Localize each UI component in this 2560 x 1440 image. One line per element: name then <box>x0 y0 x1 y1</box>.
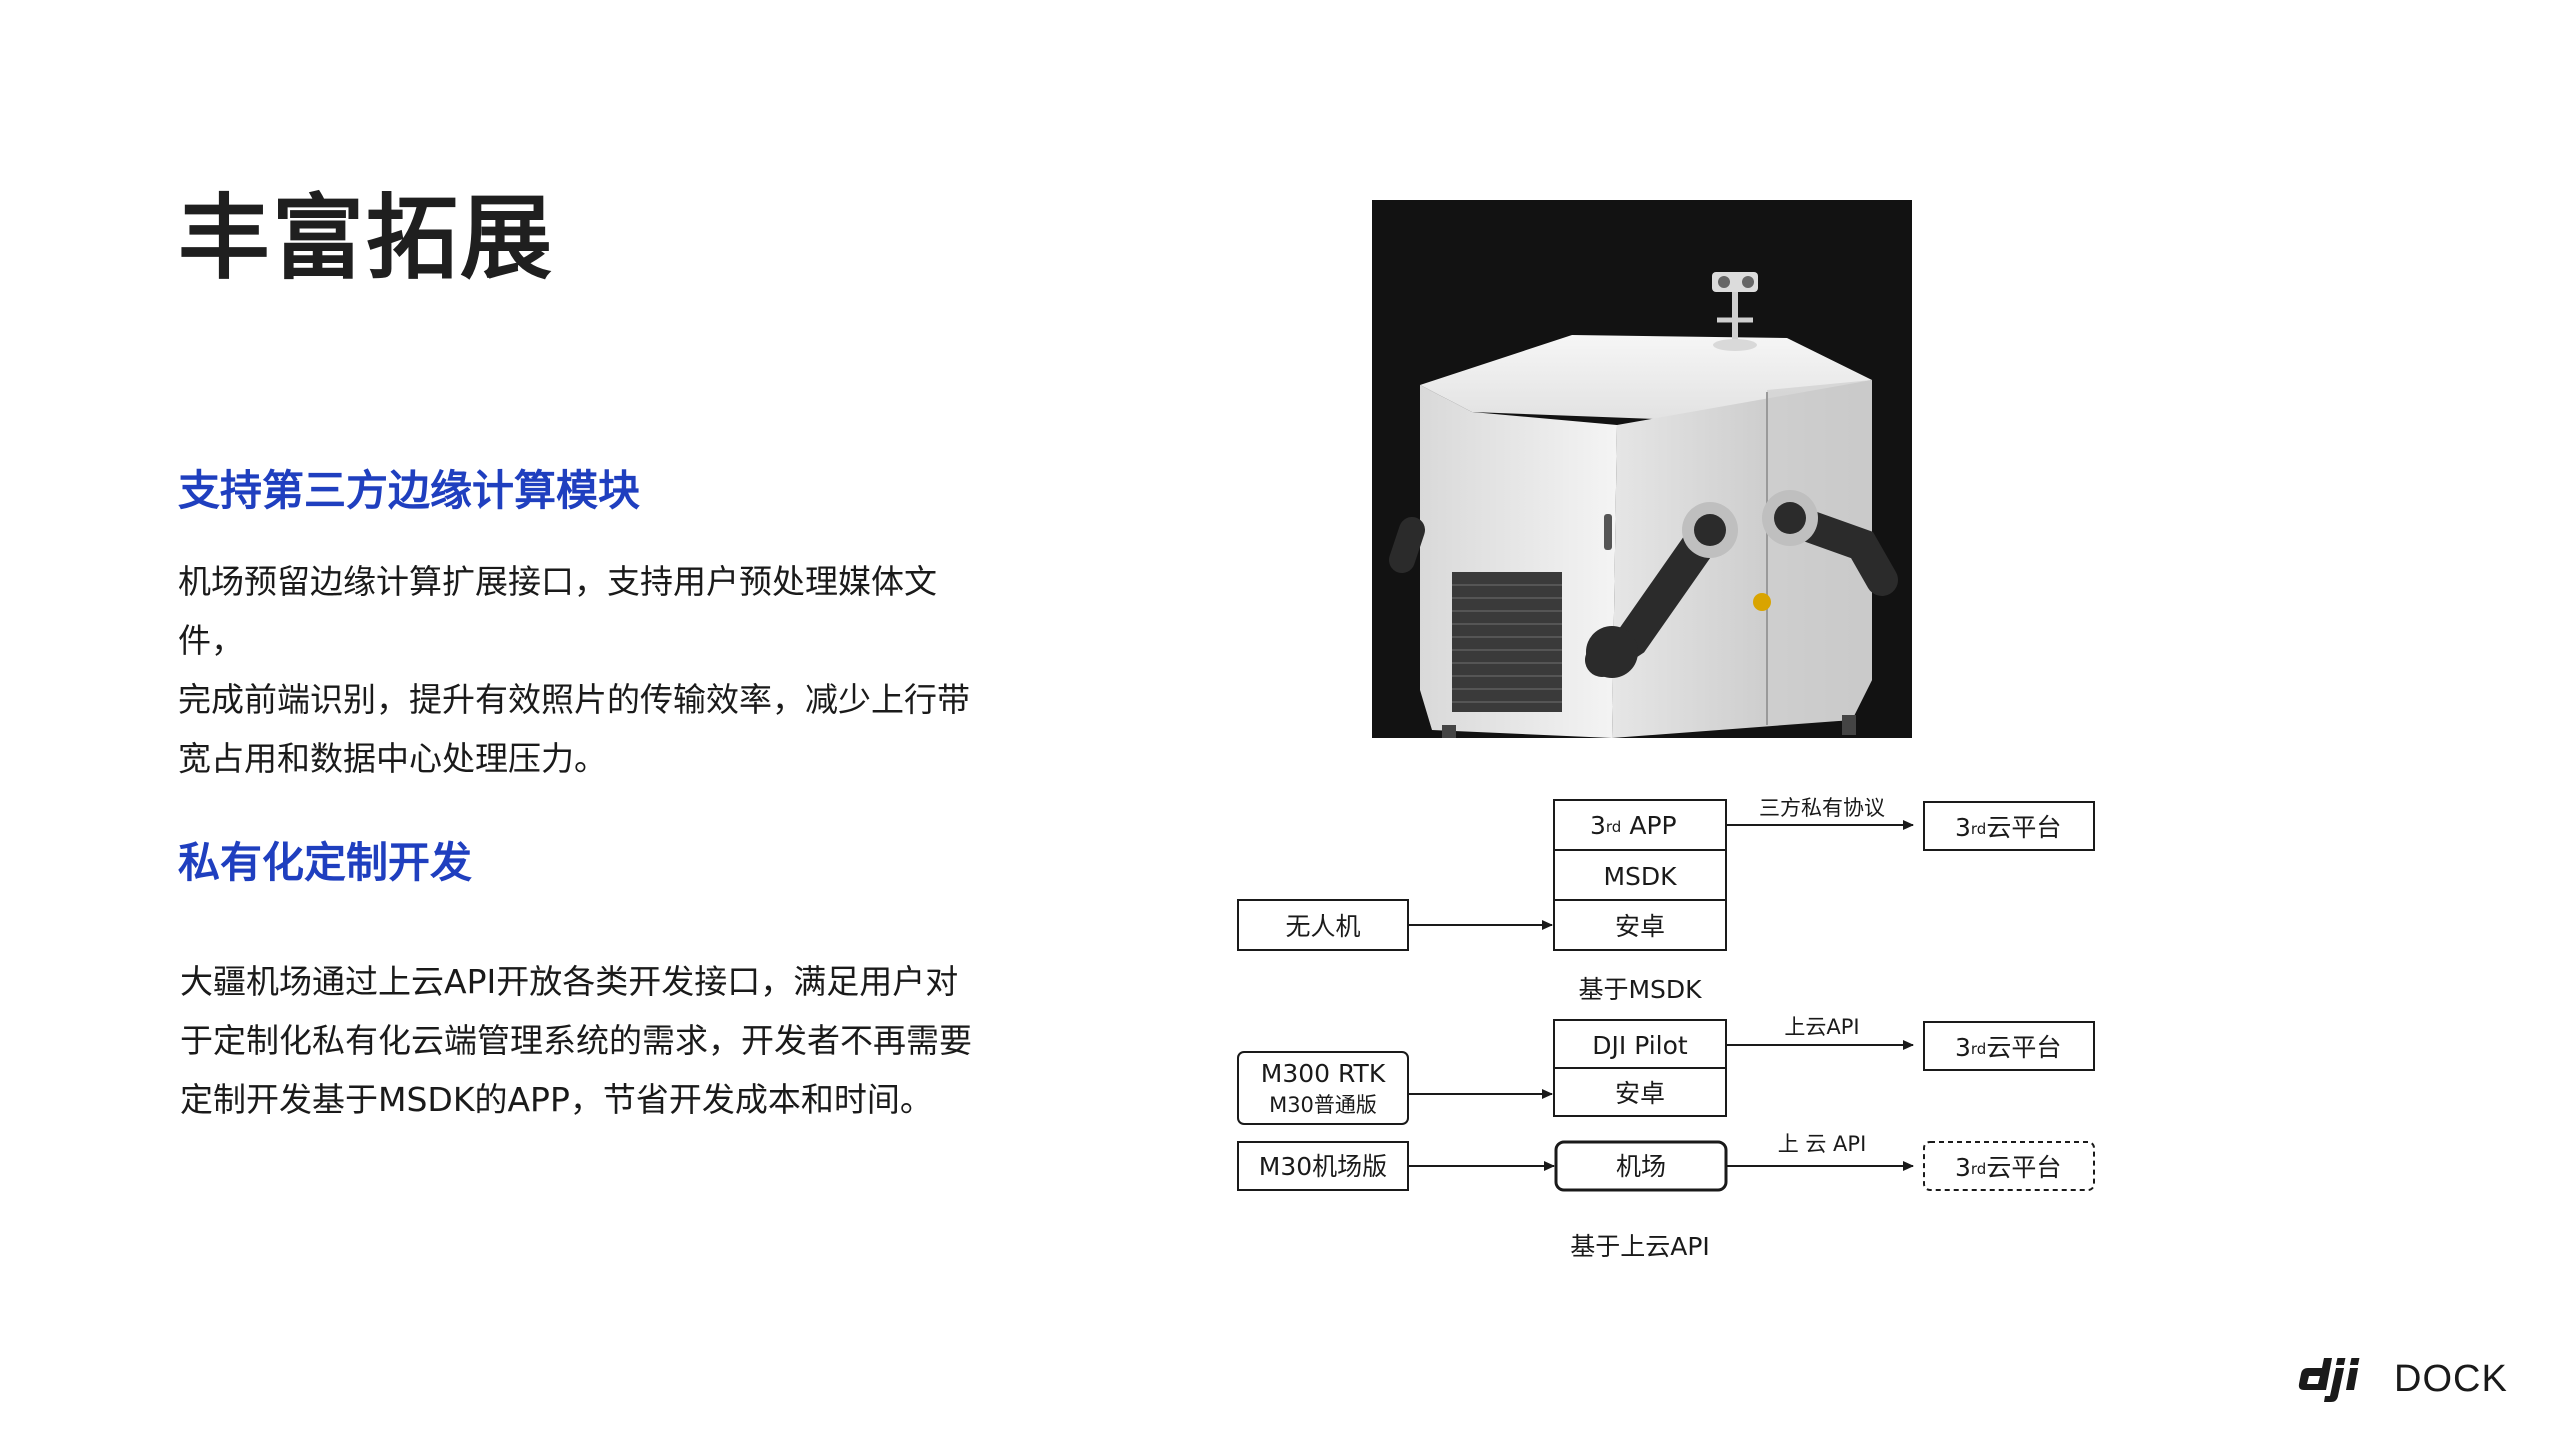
m300-m30-box <box>1237 1051 1409 1125</box>
caption-msdk: 基于MSDK <box>1578 975 1702 1004</box>
body-line: 定制开发基于MSDK的APP，节省开发成本和时间。 <box>180 1080 933 1119</box>
cloud-api-label-1: 上云API <box>1784 1015 1859 1039</box>
body-line: 大疆机场通过上云API开放各类开发接口，满足用户对 <box>180 962 959 1001</box>
cloud-platform-label-3: 3rd云平台 <box>1955 1153 2061 1182</box>
m30-standard-label: M30普通版 <box>1269 1093 1377 1117</box>
cloud-platform-box-2 <box>1923 1021 2095 1071</box>
section-body-edge-computing: 机场预留边缘计算扩展接口，支持用户预处理媒体文件， 完成前端识别，提升有效照片的… <box>178 552 998 788</box>
section-heading-edge-computing: 支持第三方边缘计算模块 <box>178 466 641 515</box>
section-body-private-dev: 大疆机场通过上云API开放各类开发接口，满足用户对 于定制化私有化云端管理系统的… <box>180 952 1000 1129</box>
private-protocol-label: 三方私有协议 <box>1759 796 1885 820</box>
section-heading-private-dev: 私有化定制开发 <box>178 838 473 887</box>
stack-item-dji-pilot: DJI Pilot <box>1592 1031 1688 1060</box>
stack-item-android: 安卓 <box>1615 912 1665 941</box>
body-line: 宽占用和数据中心处理压力。 <box>178 739 607 778</box>
cloud-platform-label-1: 3rd云平台 <box>1955 813 2061 842</box>
msdk-stack-box <box>1553 799 1727 951</box>
caption-cloud-api: 基于上云API <box>1570 1232 1710 1261</box>
cloud-platform-box-1 <box>1923 801 2095 851</box>
cloud-platform-box-3 <box>1923 1141 2095 1191</box>
drone-label: 无人机 <box>1285 912 1360 941</box>
body-line: 机场预留边缘计算扩展接口，支持用户预处理媒体文件， <box>178 562 937 660</box>
dock-illustration <box>1372 200 1912 738</box>
cloud-platform-label-2: 3rd云平台 <box>1955 1033 2061 1062</box>
dji-logo-icon: DOCK <box>2298 1358 2508 1402</box>
m30-dock-label: M30机场版 <box>1259 1152 1387 1181</box>
stack-item-android-2: 安卓 <box>1615 1079 1665 1108</box>
dock-label: 机场 <box>1616 1152 1666 1181</box>
page-title: 丰富拓展 <box>178 185 555 292</box>
m300-rtk-label: M300 RTK <box>1261 1059 1386 1088</box>
stack-item-msdk: MSDK <box>1603 862 1677 891</box>
body-line: 于定制化私有化云端管理系统的需求，开发者不再需要 <box>180 1021 972 1060</box>
cloud-api-label-2: 上 云 API <box>1778 1132 1867 1156</box>
dock-wordmark: DOCK <box>2394 1358 2508 1400</box>
body-line: 完成前端识别，提升有效照片的传输效率，减少上行带 <box>178 680 970 719</box>
dji-dock-logo: DOCK <box>2296 1346 2536 1406</box>
dock-product-image <box>1372 200 1912 738</box>
